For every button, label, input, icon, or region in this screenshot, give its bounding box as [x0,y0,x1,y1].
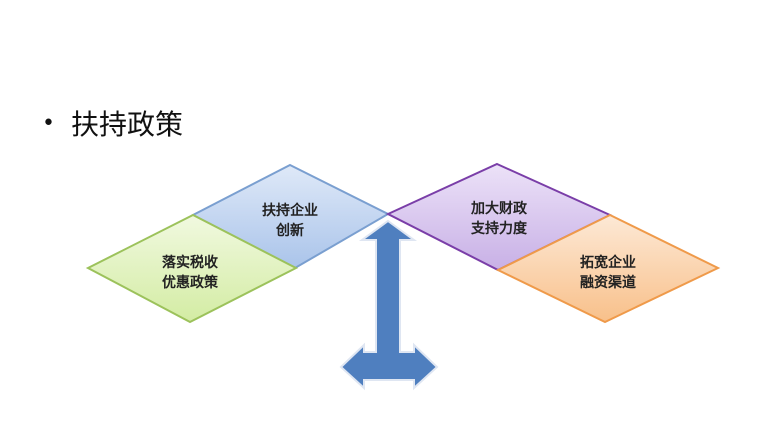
label-fiscal: 加大财政支持力度 [471,201,527,237]
slide-title: • 扶持政策 [42,103,183,143]
label-innovation: 扶持企业创新 [262,203,318,239]
label-financing: 拓宽企业融资渠道 [580,255,636,291]
diamond-tax [85,213,299,324]
double-arrow-icon [339,219,439,391]
title-text: 扶持政策 [70,108,183,141]
label-tax: 落实税收优惠政策 [162,255,218,291]
diamond-financing [495,213,721,324]
bullet-icon: • [42,110,55,136]
